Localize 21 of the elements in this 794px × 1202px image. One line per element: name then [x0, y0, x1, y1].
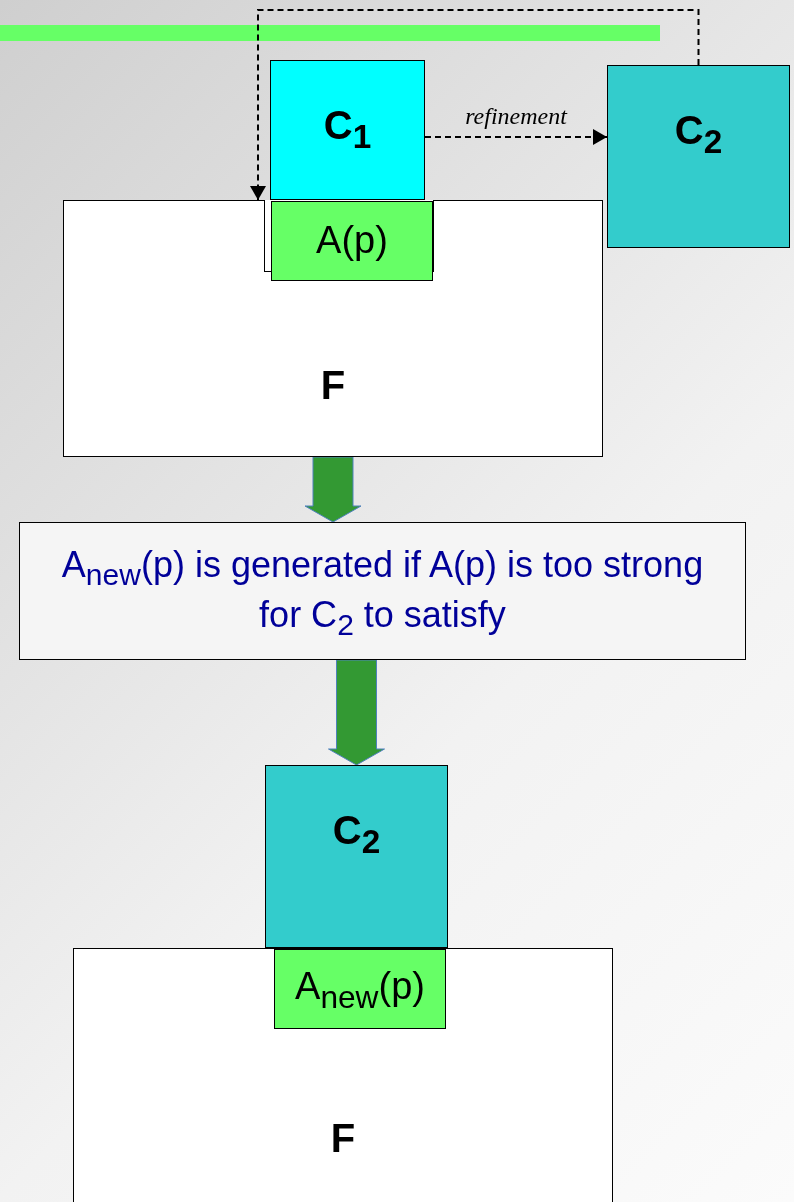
block-arrow — [304, 456, 362, 523]
assumption-box — [271, 201, 433, 281]
edge-label: refinement — [464, 103, 569, 130]
block-arrow — [328, 659, 385, 766]
component-box — [265, 765, 448, 948]
note-box — [19, 522, 746, 660]
framework-box — [63, 200, 603, 457]
box-label: C$_{2}$ — [331, 807, 382, 862]
box-label: F — [319, 362, 347, 409]
dashed-arrow — [250, 9, 700, 201]
box-label: A$_{new}$(p) is generated if A(p) is too strong for C$_{2}$ to satisfy — [60, 543, 705, 644]
box-label: C$_{1}$ — [322, 102, 373, 157]
dashed-arrow — [424, 129, 608, 145]
box-label: C$_{2}$ — [673, 107, 724, 162]
box-label: A(p) — [315, 218, 389, 263]
box-label: A$_{new}$(p) — [294, 964, 426, 1016]
assumption-box — [274, 949, 446, 1029]
component-box — [607, 65, 790, 248]
component-box — [270, 60, 425, 200]
framework-box — [73, 948, 613, 1202]
box-label: F — [329, 1115, 357, 1162]
